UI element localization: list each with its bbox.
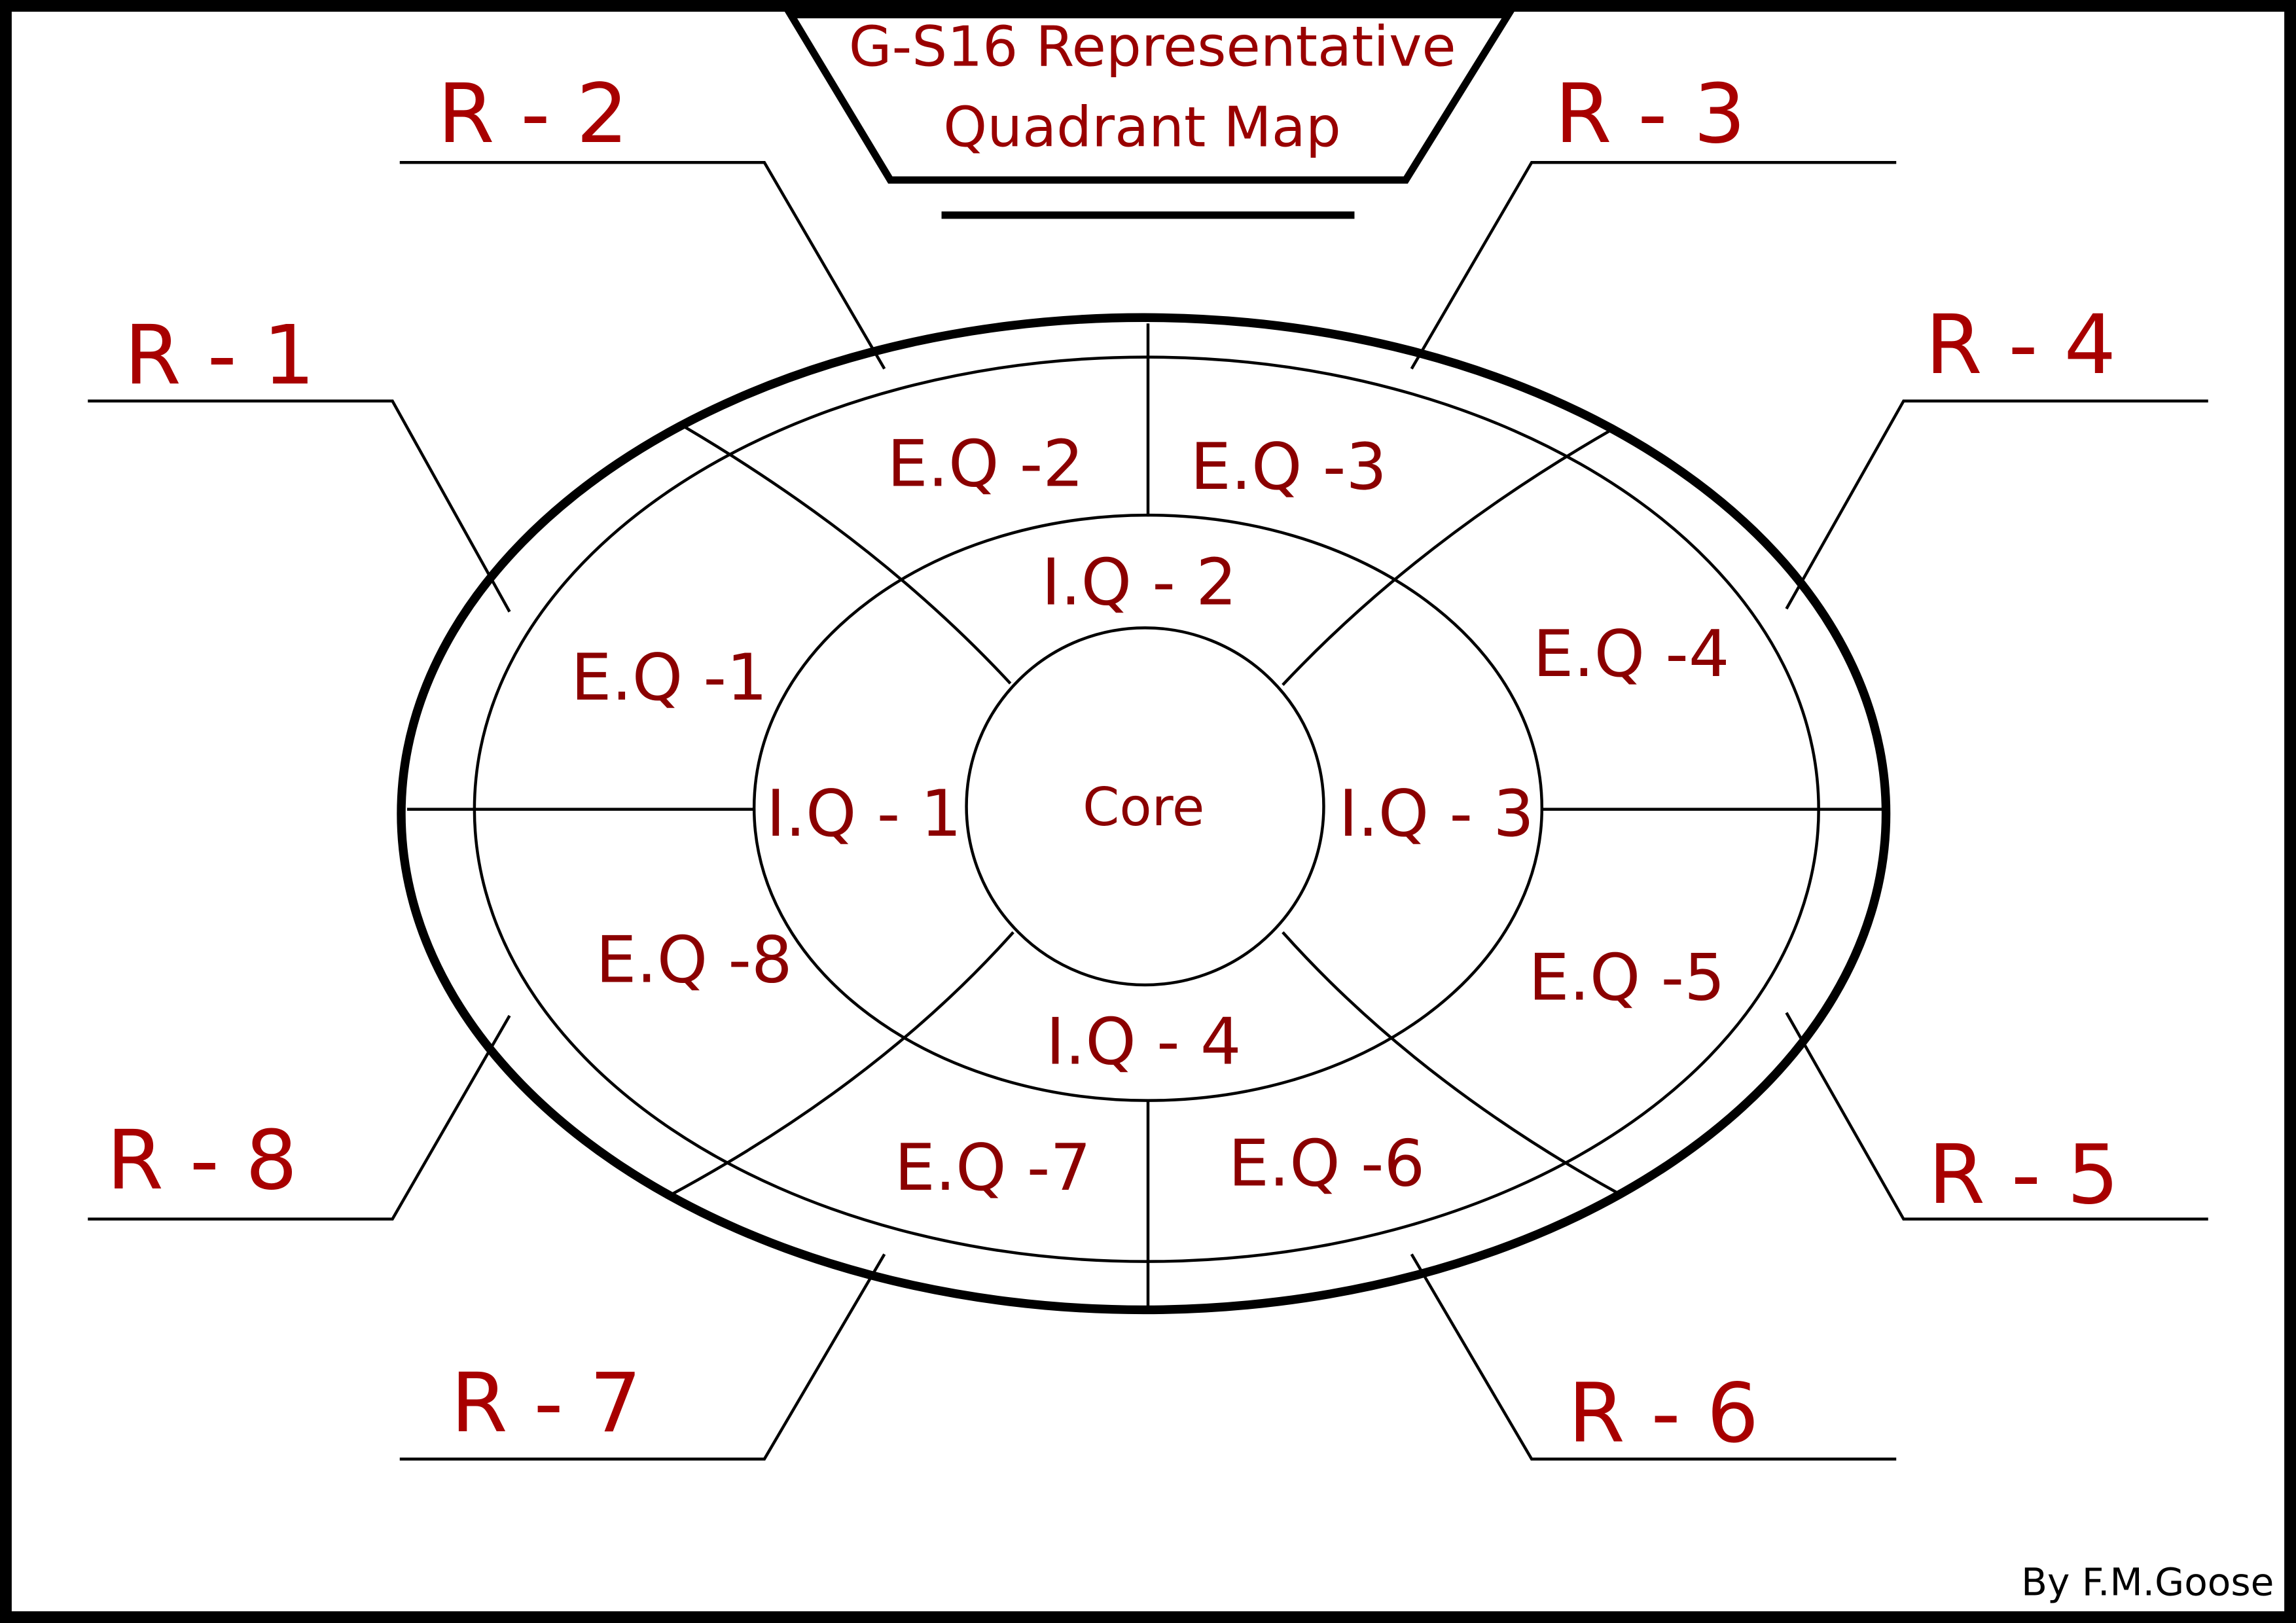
eq-label-7: E.Q -7: [895, 1131, 1091, 1205]
divider-lower-left: [668, 931, 1014, 1197]
eq-label-3: E.Q -3: [1191, 430, 1387, 505]
region-labels: R - 1 R - 2 R - 3 R - 4 R - 5 R - 6 R - …: [107, 66, 2119, 1461]
title-trapezoid: [784, 10, 1515, 184]
outer-ring-ellipse: [397, 313, 1891, 1315]
region-label-r7: R - 7: [451, 1355, 642, 1451]
region-leader-r4: [1785, 399, 2208, 610]
eq-label-4: E.Q -4: [1533, 617, 1729, 692]
iq-label-3: I.Q - 3: [1338, 777, 1534, 851]
region-label-r6: R - 6: [1568, 1366, 1759, 1461]
internal-quadrant-labels: I.Q - 1 I.Q - 2 I.Q - 3 I.Q - 4: [766, 546, 1534, 1080]
eq-label-8: E.Q -8: [596, 923, 792, 998]
region-leader-r6: [1410, 1253, 1897, 1461]
region-label-r3: R - 3: [1555, 66, 1746, 162]
iq-label-1: I.Q - 1: [766, 777, 962, 851]
divider-upper-left: [684, 426, 1012, 685]
region-label-r5: R - 5: [1928, 1127, 2119, 1222]
external-quadrant-labels: E.Q -1 E.Q -2 E.Q -3 E.Q -4 E.Q -5 E.Q -…: [571, 427, 1729, 1205]
credit-text: By F.M.Goose: [2021, 1560, 2274, 1605]
region-leader-r1: [88, 399, 511, 613]
region-leader-r7: [399, 1253, 886, 1461]
divider-upper-right: [1282, 429, 1612, 687]
eq-label-5: E.Q -5: [1528, 940, 1725, 1015]
region-leader-r8: [88, 1014, 511, 1221]
core-label: Core: [1083, 776, 1204, 838]
core-circle: [965, 626, 1325, 987]
title-line-2: Quadrant Map: [943, 96, 1340, 160]
region-leaders: [88, 160, 2208, 1461]
iq-label-4: I.Q - 4: [1046, 1005, 1242, 1080]
region-label-r8: R - 8: [107, 1113, 298, 1208]
region-leader-r3: [1410, 160, 1897, 370]
eq-label-1: E.Q -1: [571, 641, 767, 715]
region-label-r2: R - 2: [438, 66, 629, 162]
divider-lower-right: [1282, 931, 1623, 1197]
region-label-r1: R - 1: [124, 308, 315, 403]
eq-label-6: E.Q -6: [1229, 1126, 1425, 1201]
dividers: [406, 323, 1884, 1307]
region-leader-r2: [399, 160, 886, 370]
iq-label-2: I.Q - 2: [1041, 546, 1237, 620]
title-panel: G-S16 Representative Quadrant Map: [784, 10, 1515, 219]
region-label-r4: R - 4: [1926, 297, 2117, 393]
title-line-1: G-S16 Representative: [849, 15, 1456, 80]
region-leader-r5: [1785, 1012, 2208, 1221]
eq-label-2: E.Q -2: [887, 427, 1083, 501]
